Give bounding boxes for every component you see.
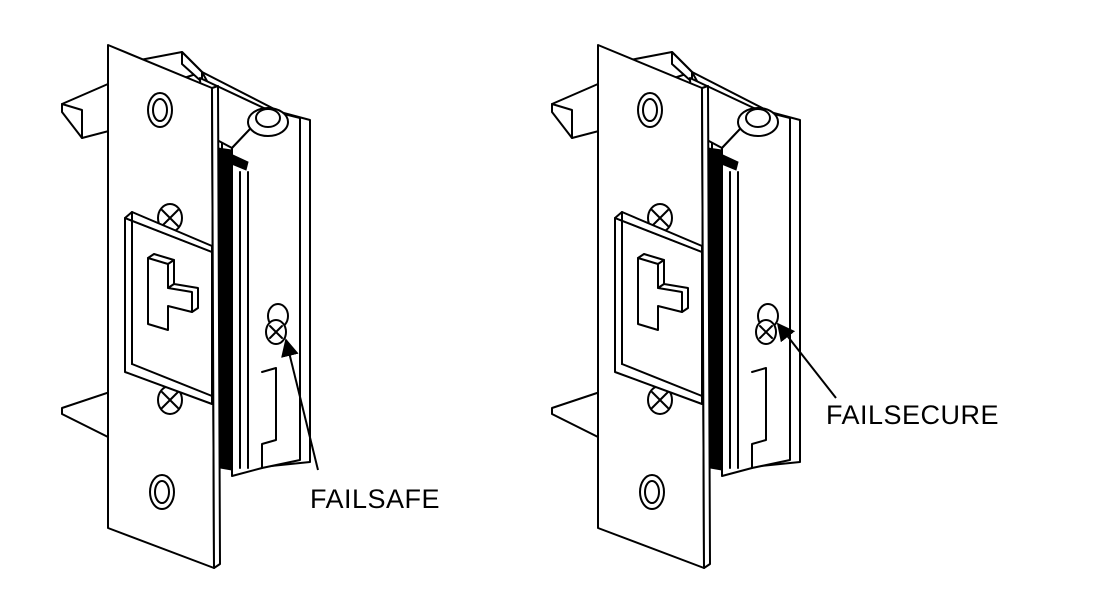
failsecure-callout-arrow [776, 322, 837, 399]
failsecure-label: FAILSECURE [826, 400, 999, 430]
failsafe-strike-illustration [61, 44, 311, 569]
failsafe-label: FAILSAFE [310, 484, 440, 514]
failsecure-strike-illustration [551, 44, 801, 569]
failsafe-callout-arrow [281, 338, 319, 471]
